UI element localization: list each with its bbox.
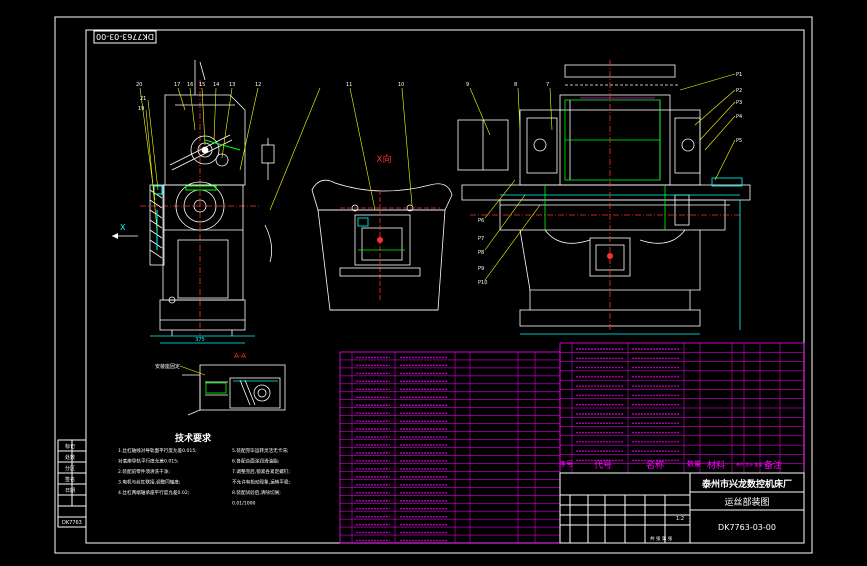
svg-text:9: 9 (466, 82, 469, 88)
tech-req-line: 5.装配完毕运转灵活无卡滞; (232, 447, 289, 454)
rotated-drawing-number: DK7763-03-00 (93, 30, 157, 44)
center-x-view (311, 179, 453, 311)
x-view-arrow: X (112, 223, 138, 239)
left-leaders (139, 87, 321, 231)
bom-header-name: 名称 (646, 459, 664, 471)
leader-num-left-8: 12 (255, 82, 261, 88)
x-view-label: X向 (376, 153, 391, 165)
leader-num-left-4: 16 (187, 82, 193, 88)
tech-req-line: 8.装配试验后,清除切屑; (232, 489, 281, 496)
tech-requirements: 技术要求 1.丝杠轴线对导轨面平行度允差0.015; 对底座导轨平行度允差0.0… (118, 432, 291, 507)
leader-num-right-4: P5 (736, 138, 742, 144)
svg-text:7: 7 (546, 82, 549, 88)
right-front-view (457, 64, 751, 327)
tech-req-line: 4.丝杠两端轴承座平行度允差0.02; (118, 489, 190, 496)
center-leader-numbers: 11 10 (346, 82, 404, 88)
leader-num-left-7: 13 (229, 82, 235, 88)
left-side-view: 375 (140, 60, 275, 344)
svg-text:11: 11 (346, 82, 352, 88)
leader-num-left-1: 21 (140, 96, 146, 102)
tech-req-line: 6.各配合面涂润滑油脂; (232, 458, 280, 465)
tech-req-line: 7.调整完后,锁紧各紧定螺钉; (232, 468, 290, 475)
leader-num-left-0: 20 (136, 82, 142, 88)
left-signature-strip: 标记 处数 分区 签名 日期 DK7763 (57, 439, 87, 528)
title-company: 泰州市兴龙数控机床厂 (701, 478, 792, 490)
bom-header-material: 材料 (707, 459, 725, 471)
right-leaders (469, 73, 736, 281)
leader-num-right-0: P1 (736, 72, 742, 78)
bom-table (339, 342, 805, 544)
x-arrow-label: X (120, 223, 126, 232)
strip-label-2: 分区 (65, 465, 75, 472)
title-drawing-name: 运丝部装图 (724, 496, 769, 508)
title-block: 泰州市兴龙数控机床厂 运丝部装图 DK7763-03-00 1:2 共 张 第 … (559, 472, 805, 544)
leader-num-low-1: P7 (478, 236, 484, 242)
leader-num-low-2: P8 (478, 250, 484, 256)
title-drawing-number: DK7763-03-00 (718, 523, 776, 532)
bom-header-code: 代号 (594, 460, 612, 471)
outer-frame (54, 16, 813, 554)
strip-label-0: 标记 (65, 443, 75, 450)
title-scale: 1:2 (676, 516, 684, 522)
svg-text:10: 10 (398, 82, 404, 88)
svg-text:8: 8 (514, 82, 517, 88)
right-leader-numbers: P1 P2 P3 P4 P5 P6 P7 P8 P9 P10 9 8 7 (466, 72, 742, 286)
leader-num-right-2: P3 (736, 100, 742, 106)
inset-callout: 安装座固定 (155, 363, 180, 370)
leader-num-low-3: P9 (478, 266, 484, 272)
right-view-accents (500, 97, 743, 335)
leader-num-low-4: P10 (478, 280, 487, 286)
svg-text:375: 375 (195, 337, 205, 343)
tech-req-line: 不允许有松动现象,运转平稳; (232, 479, 291, 486)
strip-label-4: 日期 (65, 488, 75, 494)
tech-req-line: 2.装配前零件须清洗干净; (118, 468, 170, 475)
tech-req-title: 技术要求 (175, 432, 212, 444)
leader-num-right-1: P2 (736, 88, 742, 94)
tech-req-line: 1.丝杠轴线对导轨面平行度允差0.015; (118, 447, 197, 454)
strip-label-3: 签名 (65, 476, 75, 483)
tech-req-line: 对底座导轨平行度允差0.015; (118, 458, 179, 465)
bom-header-remark: 备注 (764, 459, 782, 471)
section-aa-accents (205, 380, 278, 394)
left-leader-numbers: 20 21 19 17 16 15 14 13 12 (136, 82, 261, 112)
leader-num-left-5: 15 (199, 82, 205, 88)
leader-num-left-6: 14 (213, 82, 219, 88)
rotated-number-text: DK7763-03-00 (96, 32, 154, 41)
bom-header-qty: 数量 (687, 459, 701, 468)
bom-header-index: 序号 (559, 459, 573, 468)
tech-req-line: 0.01/1000 (232, 501, 256, 507)
strip-stamp: DK7763 (62, 520, 82, 526)
leader-num-right-3: P4 (736, 114, 742, 120)
bom-header-weight: 单件 总计 重量 (736, 461, 763, 467)
center-leaders (349, 87, 413, 211)
section-label: A-A (234, 352, 246, 360)
inset-leader (179, 365, 206, 376)
bom-header: 序号 代号 名称 数量 材料 单件 总计 重量 备注 (559, 459, 782, 471)
leader-num-left-3: 17 (174, 82, 180, 88)
leader-num-low-0: P6 (478, 218, 484, 224)
section-aa-inset (182, 364, 286, 416)
tech-req-line: 3.电机与丝杠联接,调整同轴度; (118, 479, 181, 486)
strip-label-1: 处数 (65, 454, 75, 461)
title-sheet: 共 张 第 张 (650, 535, 673, 542)
center-view-accents (357, 217, 405, 251)
leader-num-left-2: 19 (138, 106, 144, 112)
